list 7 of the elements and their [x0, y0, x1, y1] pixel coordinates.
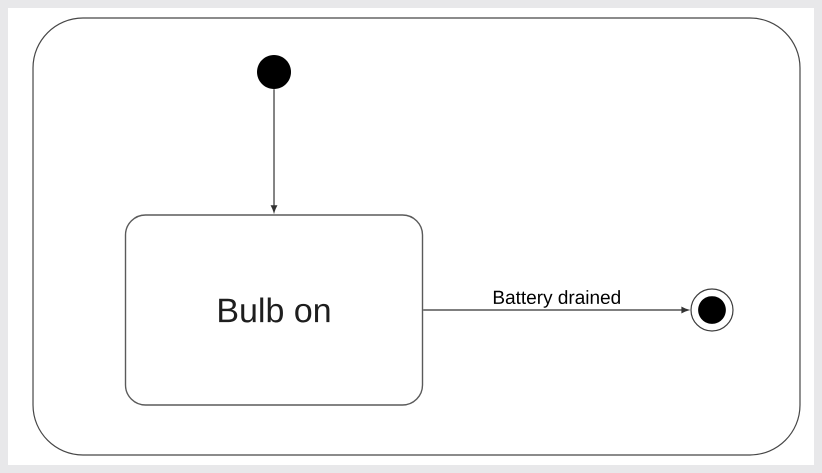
- arrow: [270, 89, 278, 212]
- state-box: Bulb on: [124, 214, 424, 406]
- initial-state-dot: [257, 55, 291, 89]
- arrow: [423, 306, 689, 314]
- edge-label: Battery drained: [491, 289, 622, 309]
- final-state-symbol: [690, 288, 734, 332]
- state-region: [32, 17, 801, 456]
